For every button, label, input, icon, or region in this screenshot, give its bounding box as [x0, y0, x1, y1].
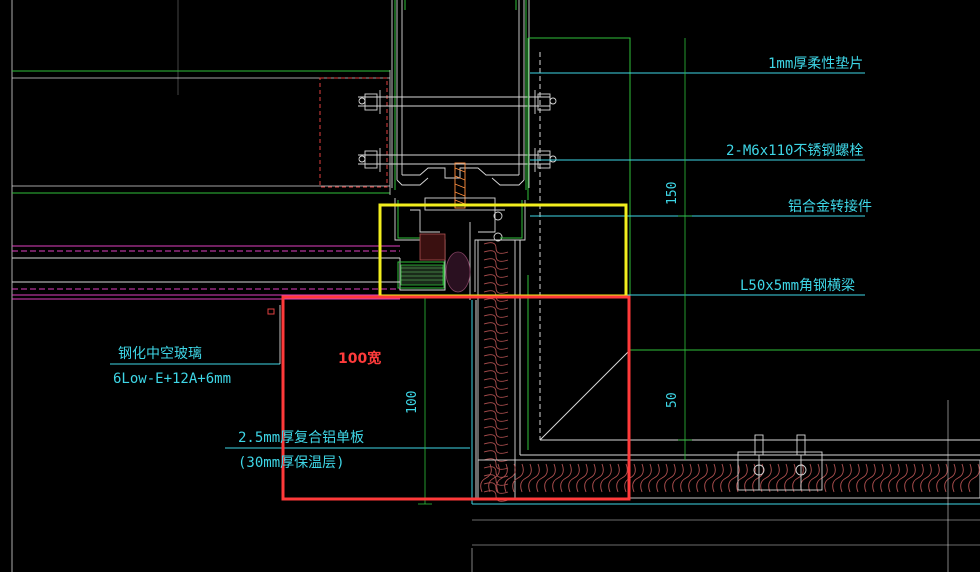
annotation-width: 100宽 — [338, 350, 381, 367]
label-panel-line2: (30mm厚保温层) — [238, 455, 345, 471]
dim-100: 100 — [405, 391, 420, 414]
insulation-vertical — [477, 239, 516, 502]
dimension-lines — [418, 38, 692, 505]
label-glass-spec: 6Low-E+12A+6mm — [113, 371, 231, 387]
label-angle-beam: L50x5mm角钢横梁 — [740, 278, 855, 294]
glass-edge-block — [400, 233, 471, 293]
dim-150: 150 — [665, 182, 680, 205]
panel-lines — [471, 240, 980, 572]
center-screw — [424, 162, 496, 211]
bolt-lower — [358, 148, 557, 172]
green-boxes — [527, 37, 980, 450]
mullion-green — [394, 0, 527, 190]
dim-50: 50 — [665, 392, 680, 408]
glass-pane — [12, 245, 400, 315]
bottom-bolts — [737, 434, 823, 491]
bolt-upper — [358, 90, 557, 114]
highlight-red-box[interactable] — [281, 295, 631, 501]
insulation-horizontal — [477, 459, 980, 499]
frame-lines — [11, 0, 391, 572]
mullion — [391, 0, 530, 188]
leader-lines — [110, 72, 865, 449]
label-bolt: 2-M6x110不锈钢螺栓 — [726, 143, 863, 159]
connector-green — [397, 200, 523, 289]
steel-section-dashed — [319, 77, 388, 188]
label-gasket: 1mm厚柔性垫片 — [768, 56, 863, 72]
label-panel-line1: 2.5mm厚复合铝单板 — [238, 429, 364, 446]
label-connector: 铝合金转接件 — [788, 198, 872, 215]
label-glass-name: 钢化中空玻璃 — [118, 345, 202, 362]
